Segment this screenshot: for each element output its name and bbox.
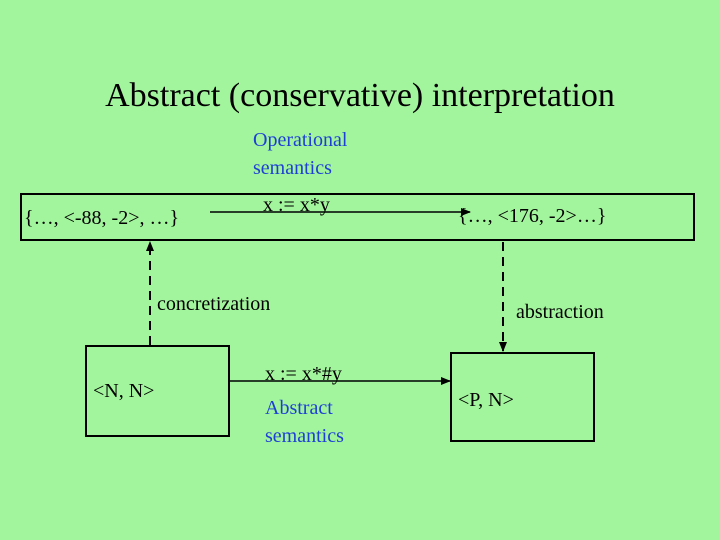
concrete-frame bbox=[20, 193, 695, 241]
left-abstract-box bbox=[85, 345, 230, 437]
right-concrete-set: {…, <176, -2>…} bbox=[458, 205, 607, 227]
operational-caption-line1: Operational bbox=[253, 129, 348, 151]
abstraction-label: abstraction bbox=[516, 301, 604, 323]
left-concrete-set: {…, <-88, -2>, …} bbox=[24, 207, 180, 229]
right-abstract-value: <P, N> bbox=[458, 389, 514, 411]
abstract-operation: x := x*#y bbox=[265, 363, 342, 385]
concretization-label: concretization bbox=[157, 293, 271, 315]
concrete-operation: x := x*y bbox=[263, 194, 330, 216]
left-abstract-value: <N, N> bbox=[93, 380, 155, 402]
right-abstract-box bbox=[450, 352, 595, 442]
abstract-caption-line1: Abstract bbox=[265, 397, 333, 419]
operational-caption-line2: semantics bbox=[253, 157, 332, 179]
abstract-caption-line2: semantics bbox=[265, 425, 344, 447]
slide-title: Abstract (conservative) interpretation bbox=[105, 77, 615, 114]
